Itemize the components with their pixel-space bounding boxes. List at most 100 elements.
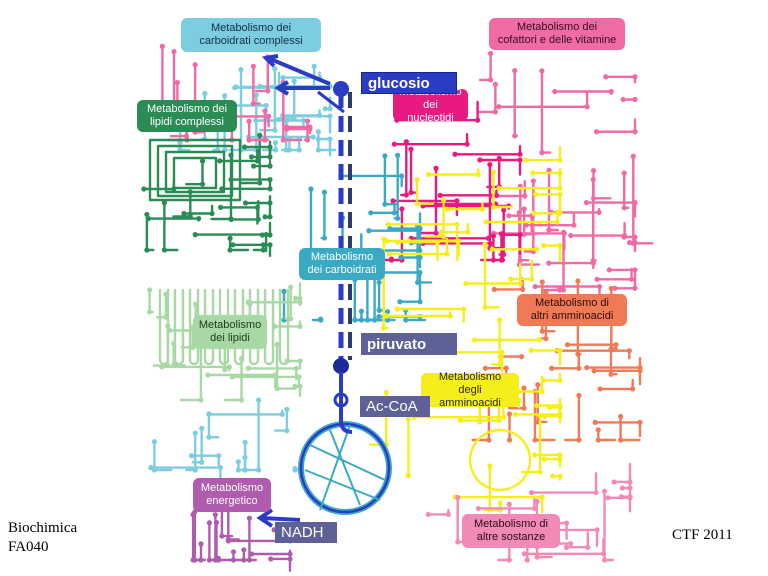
pathway-segment [534,193,562,214]
pyruvate-label-text: piruvato [367,335,427,353]
pathway-node [253,117,259,124]
pathway-segment [250,549,292,556]
label-lipids-complex: Metabolismo dei lipidi complessi [137,100,237,132]
pathway-segment [619,415,641,442]
pathway-node [483,219,489,225]
pathway-node [528,347,534,353]
pathway-segment [592,169,612,200]
label-carbohydrates-text: Metabolismo dei carboidrati [307,251,377,276]
pathway-node [192,430,198,436]
pathway-node [202,90,208,97]
acetyl-coa-label: Ac-CoA [360,396,430,417]
pathway-node [181,210,187,217]
pathway-segment [542,372,562,382]
pathway-node [272,140,279,146]
pathway-node [227,235,233,241]
pathway-node [532,283,538,290]
pathway-node [564,342,571,348]
pathway-node [281,288,287,294]
pathway-node [308,186,314,192]
pathway-node [437,192,443,198]
pathway-node [232,85,238,91]
pathway-node [590,167,597,174]
pathway-node [597,386,603,392]
pathway-node [199,158,206,164]
pathway-node [253,92,259,98]
pathway-segment [608,268,637,290]
pathway-node [490,233,497,239]
pathway-segment [483,464,491,512]
pathway-segment [273,320,302,328]
pathway-node [386,251,392,257]
label-other-aminoacids-text: Metabolismo di altri amminoacidi [530,297,614,322]
label-cofactors-text: Metabolismo dei cofattori e delle vitami… [497,21,617,46]
pathway-node [151,439,158,445]
pathway-segment [518,211,541,266]
pathway-segment [251,109,267,142]
pathway-node [192,62,198,68]
pathway-segment [478,52,492,82]
pathway-node [383,389,389,396]
pathway-node [621,234,627,240]
pathway-segment [190,454,220,466]
pathway-segment [207,412,220,439]
pathway-segment [453,495,544,514]
pyruvate-node [333,358,349,374]
pathway-node [482,365,488,371]
lipid-comb-segment [248,288,260,366]
pathway-segment [497,91,589,108]
pathway-segment [555,349,631,360]
pathway-node [248,154,255,160]
pathway-segment [252,65,261,105]
pathway-segment [153,440,173,472]
pathway-segment [250,140,272,159]
glucose-node [333,81,349,97]
pathway-node [591,368,597,374]
pathway-node [246,118,252,124]
tca-chord [304,469,381,501]
label-other-aminoacids: Metabolismo di altri amminoacidi [517,294,627,326]
glycolysis-pathway [256,54,353,528]
pathway-segment [446,202,484,211]
pathway-segment [623,171,630,209]
label-amino-acids-text: Metabolismo degli amminoacidi [438,370,502,409]
pathway-node [512,411,518,417]
pathway-node [590,176,596,183]
pathway-node [492,81,498,87]
pathway-segment [409,148,418,194]
pathway-node [496,104,502,110]
pathway-node [433,165,439,171]
pathway-segment [282,81,303,142]
pathway-segment [180,325,194,349]
pathway-node [444,206,450,212]
pathway-node [205,372,211,378]
pathway-segment [477,83,497,114]
pathway-node [229,374,235,380]
pathway-segment [191,510,196,562]
pathway-segment [498,209,505,256]
pathway-node [222,93,228,99]
pathway-segment [281,109,321,117]
tca-chord [329,429,361,506]
pathway-segment [400,140,408,197]
pathway-segment [191,427,203,464]
pathway-segment [565,531,589,549]
pathway-segment [453,145,522,156]
pathway-node [605,495,611,501]
pathway-node [315,136,321,142]
pathway-segment [230,375,301,388]
pathway-segment [229,178,272,192]
pathway-node [575,278,581,284]
pathway-segment [592,356,642,372]
pathway-node [280,75,286,81]
pathway-segment [286,359,302,370]
pathway-node [288,284,294,290]
pathway-segment [542,244,562,263]
pathway-segment [508,412,513,442]
pathway-segment [632,155,654,245]
pathway-segment [592,178,597,262]
pathway-segment [206,373,277,389]
pathway-segment [531,169,562,175]
pathway-segment [555,528,599,548]
pathway-node [260,242,266,248]
